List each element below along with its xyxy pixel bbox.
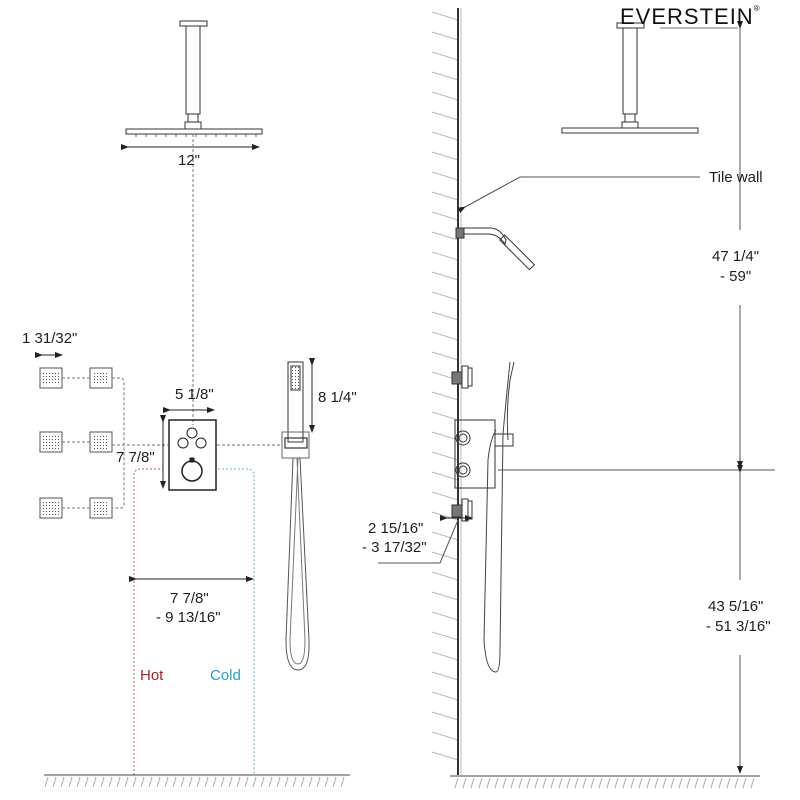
handheld-shower-front [281,361,310,671]
rain-shower-head-side [561,22,699,134]
handheld-shower-side [483,361,515,673]
body-jet-supply-lines [62,377,168,509]
tile-wall-leader [457,176,700,213]
handheld-height-label: 8 1/4" [318,389,357,406]
cold-supply-line [218,468,255,775]
pipe-spacing-label-1: 7 7/8" [170,590,209,607]
body-jet-width-label: 1 31/32" [22,330,78,347]
valve-side-view [451,365,514,522]
rain-head-width-label: 12" [178,152,201,169]
brand-registered-mark: ® [753,4,761,13]
left-floor [44,774,350,788]
valve-height-label: 7 7/8" [116,449,155,466]
cold-label: Cold [210,667,241,684]
pipe-spacing-label-2: - 9 13/16" [156,609,221,626]
head-height-label-1: 47 1/4" [712,248,760,265]
tile-wall-label: Tile wall [709,169,763,186]
valve-height-side-label-2: - 51 3/16" [706,618,771,635]
wall-depth-leader [378,519,459,564]
thermostatic-valve-front [168,419,217,491]
right-floor [450,775,760,789]
valve-width-label: 5 1/8" [175,386,214,403]
body-jets [39,367,113,519]
wall-depth-label-1: 2 15/16" [368,520,424,537]
brand-name: EVERSTEIN [620,4,754,29]
head-height-label-2: - 59" [720,268,752,285]
valve-height-side-label-1: 43 5/16" [708,598,764,615]
hot-label: Hot [140,667,164,684]
hot-supply-line [133,468,165,775]
wall-depth-label-2: - 3 17/32" [362,539,427,556]
brand-logo: EVERSTEIN® [620,4,761,30]
tile-wall [431,8,462,775]
wall-shower-arm [455,227,536,271]
rain-shower-head-front [125,20,263,137]
